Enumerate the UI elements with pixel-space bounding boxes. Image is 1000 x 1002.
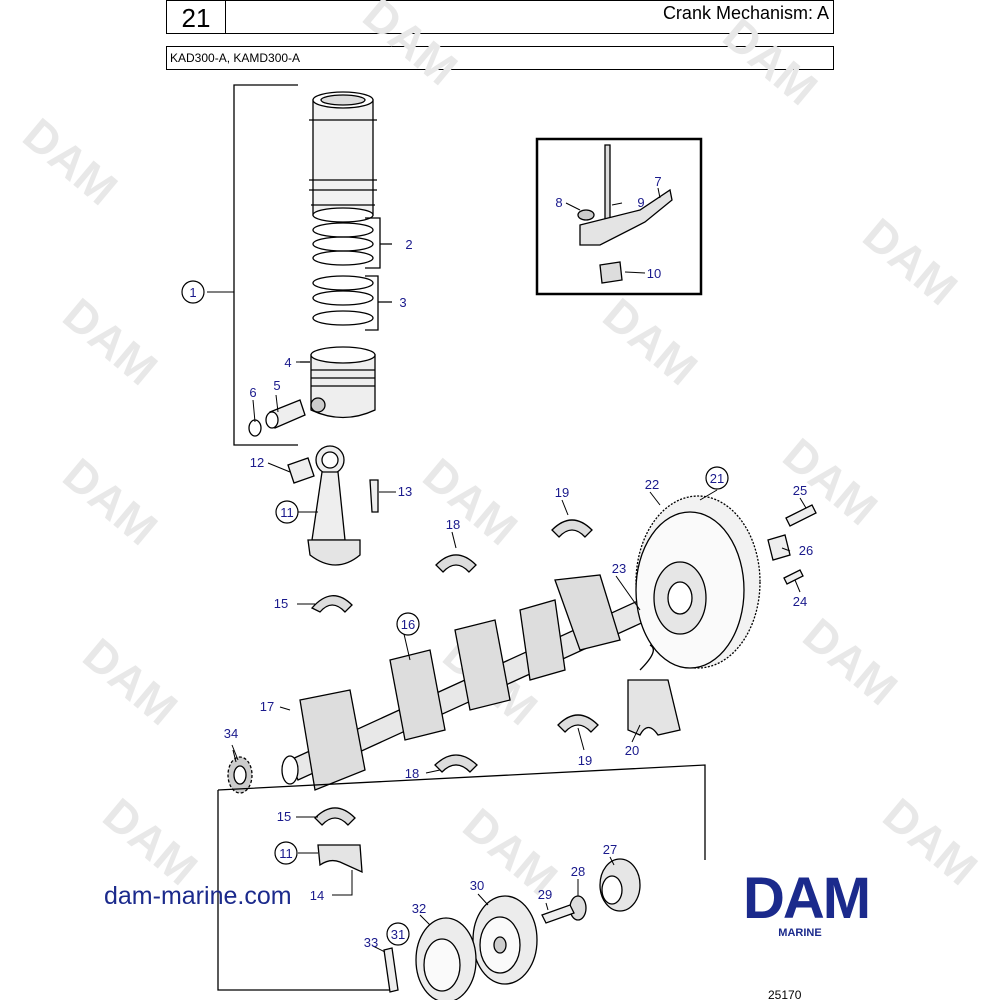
main-bearing-cap [627, 679, 681, 736]
callout-30: 30 [470, 878, 484, 893]
callout-14: 14 [310, 888, 324, 903]
callout-25: 25 [793, 483, 807, 498]
callout-34: 34 [224, 726, 238, 741]
direction-arrow [639, 644, 654, 671]
callout-8: 8 [555, 195, 562, 210]
flywheel-pin [783, 569, 804, 585]
watermark-text: DAM [54, 288, 168, 395]
section-number: 21 [167, 1, 226, 33]
callout-32: 32 [412, 901, 426, 916]
vibration-damper [415, 917, 477, 1000]
callout-31: 31 [391, 927, 405, 942]
callout-circles [181, 280, 729, 946]
connecting-rod-cap [317, 844, 363, 874]
damper-bolt [383, 947, 399, 993]
circlip [248, 419, 262, 437]
callout-6: 6 [249, 385, 256, 400]
callout-15-upper: 15 [274, 596, 288, 611]
callout-5: 5 [273, 378, 280, 393]
bearing-shell-15-upper [310, 595, 353, 613]
website-link[interactable]: dam-marine.com [104, 882, 292, 910]
bearing-shell-18-upper [435, 554, 477, 573]
bearing-shell-19-upper [551, 519, 593, 538]
callout-24: 24 [793, 594, 807, 609]
bearing-shell-18-lower [434, 754, 478, 773]
watermark-text: DAM [94, 788, 208, 895]
bearing-shell-15-lower [314, 807, 356, 826]
callout-23: 23 [612, 561, 626, 576]
callout-18-upper: 18 [446, 517, 460, 532]
rod-bolt [369, 479, 379, 513]
callout-20: 20 [625, 743, 639, 758]
bracket-line [217, 764, 706, 991]
piston-rings-lower [312, 275, 392, 331]
flywheel-bushing [767, 534, 791, 561]
logo-text: DAM [743, 868, 869, 924]
callout-15-lower: 15 [277, 809, 291, 824]
callout-17: 17 [260, 699, 274, 714]
callout-18-lower: 18 [405, 766, 419, 781]
piston-rings-upper [312, 217, 392, 269]
watermark-layer: DAM DAM DAM DAM DAM DAM DAM DAM DAM DAM … [14, 0, 988, 905]
piston-pin [265, 399, 306, 429]
crankshaft-hub [599, 858, 641, 912]
document-number: 25170 [768, 988, 802, 1002]
page-header: 21 Crank Mechanism: A [166, 0, 834, 34]
washer [569, 895, 587, 921]
crankshaft-gear [227, 756, 253, 794]
belt-pulley [472, 895, 538, 985]
callout-10: 10 [647, 266, 661, 281]
callout-9: 9 [637, 195, 644, 210]
flywheel-bolt [785, 504, 817, 527]
callout-26: 26 [799, 543, 813, 558]
watermark-text: DAM [74, 628, 188, 735]
callout-29: 29 [538, 887, 552, 902]
oil-jet-assembly [577, 144, 673, 284]
dam-logo: DAM [743, 868, 871, 924]
callout-4: 4 [284, 355, 291, 370]
crankshaft [281, 574, 649, 791]
callout-21: 21 [710, 471, 724, 486]
callout-33: 33 [364, 935, 378, 950]
callout-11-lower: 11 [279, 846, 293, 861]
page-title: Crank Mechanism: A [662, 3, 829, 23]
small-end-bushing [287, 457, 315, 484]
bracket-line [233, 84, 298, 446]
cylinder-liner [309, 91, 377, 223]
callout-11-upper: 11 [280, 505, 294, 520]
connecting-rod [307, 445, 361, 566]
watermark-text: DAM [794, 608, 908, 715]
callout-28: 28 [571, 864, 585, 879]
callout-13: 13 [398, 484, 412, 499]
bearing-shell-19-lower [557, 714, 599, 733]
flywheel [635, 495, 761, 669]
watermark-text: DAM [14, 108, 128, 215]
callout-2: 2 [405, 237, 412, 252]
piston [300, 346, 376, 419]
callout-19-upper: 19 [555, 485, 569, 500]
watermark-text: DAM [354, 0, 468, 95]
watermark-text: DAM [594, 288, 708, 395]
callout-16: 16 [401, 617, 415, 632]
callout-19-lower: 19 [578, 753, 592, 768]
watermark-text: DAM [854, 208, 968, 315]
callout-1: 1 [189, 285, 196, 300]
watermark-text: DAM [414, 448, 528, 555]
center-bolt [541, 904, 575, 924]
watermark-text: DAM [54, 448, 168, 555]
callout-7: 7 [654, 174, 661, 189]
callout-22: 22 [645, 477, 659, 492]
watermark-text: DAM [714, 8, 828, 115]
callout-12: 12 [250, 455, 264, 470]
logo-subtitle: MARINE [778, 927, 822, 939]
callout-labels: 1 2 3 4 5 6 7 8 9 10 11 12 13 14 15 16 1… [189, 174, 813, 950]
model-list: KAD300-A, KAMD300-A [166, 46, 834, 70]
leader-lines [207, 187, 807, 953]
callout-3: 3 [399, 295, 406, 310]
callout-27: 27 [603, 842, 617, 857]
